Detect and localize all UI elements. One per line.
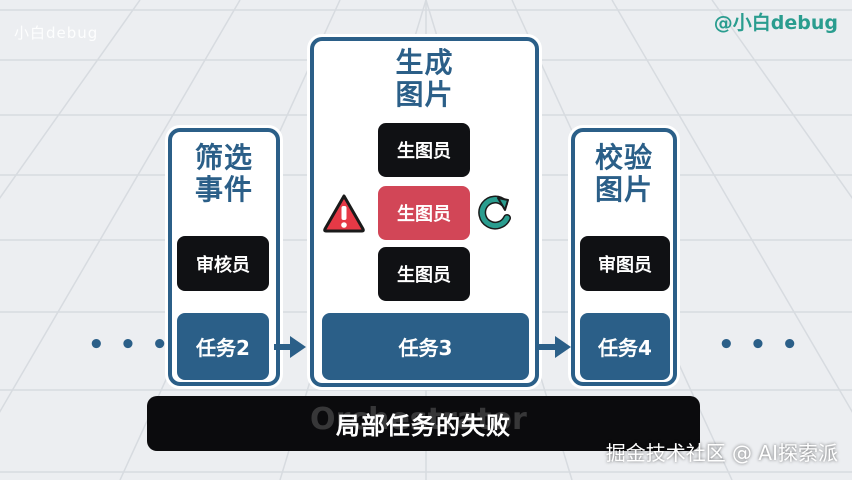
- arrow-right-icon: [274, 336, 306, 358]
- stage-title-line1: 生成: [395, 46, 454, 79]
- role-image-generator-2-failed: 生图员: [378, 186, 470, 240]
- caption-ghost-text: Orchestrator: [310, 402, 527, 437]
- stage-title-line1: 校验: [594, 141, 653, 174]
- task-4: 任务4: [580, 313, 670, 380]
- role-image-reviewer: 审图员: [580, 236, 670, 291]
- retry-arrow-icon: [478, 195, 511, 230]
- role-image-generator-1: 生图员: [378, 123, 470, 177]
- watermark-bottom-right: 掘金技术社区 @ AI探索派: [605, 441, 838, 465]
- ellipsis-left: • • •: [88, 330, 171, 360]
- subtitle-bar: [147, 396, 700, 451]
- subtitle-text: 局部任务的失败: [336, 412, 511, 440]
- ellipsis-right: • • •: [718, 330, 801, 360]
- task-2: 任务2: [177, 313, 269, 380]
- warning-triangle-icon: [323, 194, 365, 233]
- stage-verify-images-title: 校验 图片: [571, 142, 677, 206]
- stage-title-line2: 图片: [594, 173, 653, 206]
- stage-filter-events-title: 筛选 事件: [168, 142, 280, 206]
- stage-title-line1: 筛选: [194, 141, 253, 174]
- watermark-top-left: 小白debug: [14, 24, 99, 42]
- role-image-generator-3: 生图员: [378, 247, 470, 301]
- stage-title-line2: 事件: [194, 173, 253, 206]
- brand-label: @小白debug: [713, 12, 838, 34]
- stage-generate-images-title: 生成 图片: [310, 47, 539, 111]
- arrow-right-icon: [539, 336, 571, 358]
- role-reviewer: 审核员: [177, 236, 269, 291]
- stage-title-line2: 图片: [395, 78, 454, 111]
- task-3: 任务3: [322, 313, 529, 380]
